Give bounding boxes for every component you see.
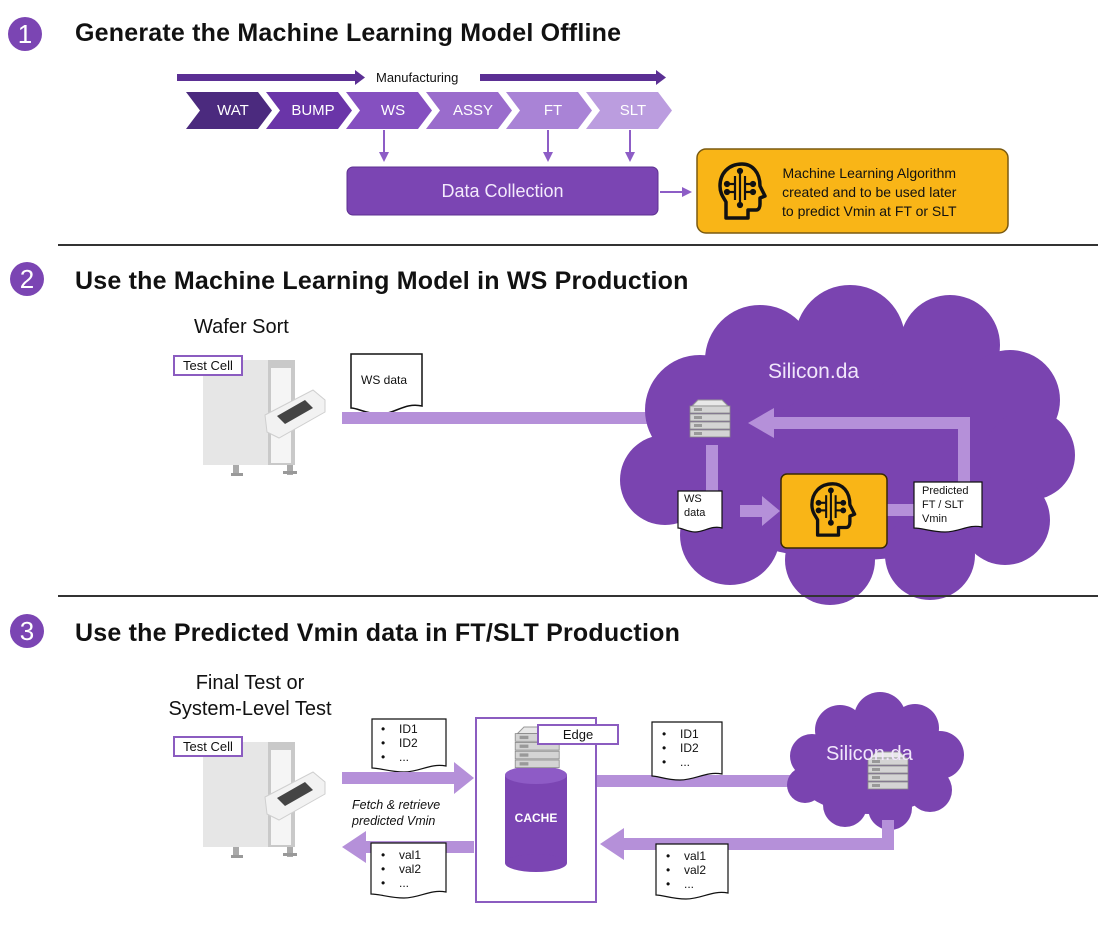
station-line-1: Final Test or <box>195 672 305 694</box>
id-item: ... <box>381 750 418 764</box>
chevron-label-ft: FT <box>543 102 563 119</box>
manufacturing-label: Manufacturing <box>376 70 459 85</box>
predicted-line-1: Predicted <box>922 485 969 497</box>
ml-line-3: to predict Vmin at FT or SLT <box>782 203 957 219</box>
chevron-label-wat: WAT <box>217 102 249 119</box>
predicted-vmin-document <box>913 481 983 533</box>
predicted-line-2: FT / SLT <box>922 499 964 511</box>
chevron-wat <box>186 92 272 129</box>
cloud-server-icon <box>867 751 909 790</box>
chevron-ws <box>346 92 432 129</box>
vals-list-left: val1 val2 ... <box>381 848 421 890</box>
section-divider-2 <box>58 595 1098 597</box>
chevron-assy <box>426 92 512 129</box>
ml-line-2: created and to be used later <box>782 184 957 200</box>
ws-inner-line-1: WS <box>684 493 702 505</box>
cloud-label-small: Silicon.da <box>826 743 913 765</box>
test-cell-machine <box>203 360 326 476</box>
manufacturing-arrow-right <box>480 70 666 85</box>
id-item: ... <box>662 755 699 769</box>
val-item: val2 <box>381 862 421 876</box>
test-cell-tag: Test Cell <box>173 736 243 757</box>
chevron-label-slt: SLT <box>619 102 647 119</box>
chevron-slt <box>586 92 672 129</box>
ml-model-box <box>780 473 888 549</box>
cloud-label: Silicon.da <box>768 360 860 383</box>
final-test-label: Final Test or System-Level Test <box>150 670 350 722</box>
ws-data-inner-document <box>677 490 723 533</box>
val-item: ... <box>381 876 421 890</box>
predicted-line-3: Vmin <box>922 513 948 525</box>
ml-line-1: Machine Learning Algorithm <box>782 165 957 181</box>
val-item: val1 <box>381 848 421 862</box>
val-item: val2 <box>666 863 706 877</box>
chevron-label-bump: BUMP <box>291 102 335 119</box>
cache-label: CACHE <box>514 811 558 825</box>
process-chevrons <box>186 92 672 129</box>
chevron-ft <box>506 92 592 129</box>
test-cell-tag: Test Cell <box>173 355 243 376</box>
data-collection-label: Data Collection <box>441 181 564 201</box>
station-line-2: System-Level Test <box>168 698 332 720</box>
id-item: ID2 <box>381 736 418 750</box>
brain-head-icon <box>810 482 857 537</box>
edge-tag: Edge <box>537 724 619 745</box>
id-item: ID2 <box>662 741 699 755</box>
brain-head-icon <box>718 162 767 220</box>
section-divider-1 <box>58 244 1098 246</box>
fetch-label: Fetch & retrieve predicted Vmin <box>352 797 440 829</box>
step-1-badge: 1 <box>8 17 42 51</box>
server-icon <box>689 399 731 438</box>
step-3-title: Use the Predicted Vmin data in FT/SLT Pr… <box>75 619 681 647</box>
silicon-da-cloud <box>620 285 1075 605</box>
cache-database-icon <box>505 766 567 872</box>
chevron-bump <box>266 92 352 129</box>
step-2-title: Use the Machine Learning Model in WS Pro… <box>75 267 689 295</box>
cloud-loop-arrows <box>706 408 970 526</box>
step-3-badge: 3 <box>10 614 44 648</box>
to-edge-arrow <box>342 762 474 794</box>
wafer-sort-label: Wafer Sort <box>194 316 289 338</box>
val-item: ... <box>666 877 706 891</box>
test-cell-machine <box>203 742 326 858</box>
chevron-label-assy: ASSY <box>452 102 494 119</box>
ws-data-inner-text: WS data <box>684 492 705 520</box>
vals-list-right: val1 val2 ... <box>666 849 706 891</box>
predicted-doc-text: Predicted FT / SLT Vmin <box>922 484 968 526</box>
fetch-line-2: predicted Vmin <box>352 814 436 828</box>
data-collection-box <box>346 166 659 216</box>
ml-box-text: Machine Learning Algorithm created and t… <box>782 164 957 221</box>
chevron-label-ws: WS <box>380 102 406 119</box>
ws-data-doc-text: WS data <box>361 373 408 387</box>
step-1-title: Generate the Machine Learning Model Offl… <box>75 19 622 47</box>
ids-list-right: ID1 ID2 ... <box>662 727 699 769</box>
fetch-line-1: Fetch & retrieve <box>352 798 441 812</box>
val-item: val1 <box>666 849 706 863</box>
ml-algorithm-box <box>696 148 1009 234</box>
id-item: ID1 <box>662 727 699 741</box>
ids-list-left: ID1 ID2 ... <box>381 722 418 764</box>
step-2-badge: 2 <box>10 262 44 296</box>
id-item: ID1 <box>381 722 418 736</box>
manufacturing-arrow-left <box>177 70 365 85</box>
ws-inner-line-2: data <box>684 507 706 519</box>
